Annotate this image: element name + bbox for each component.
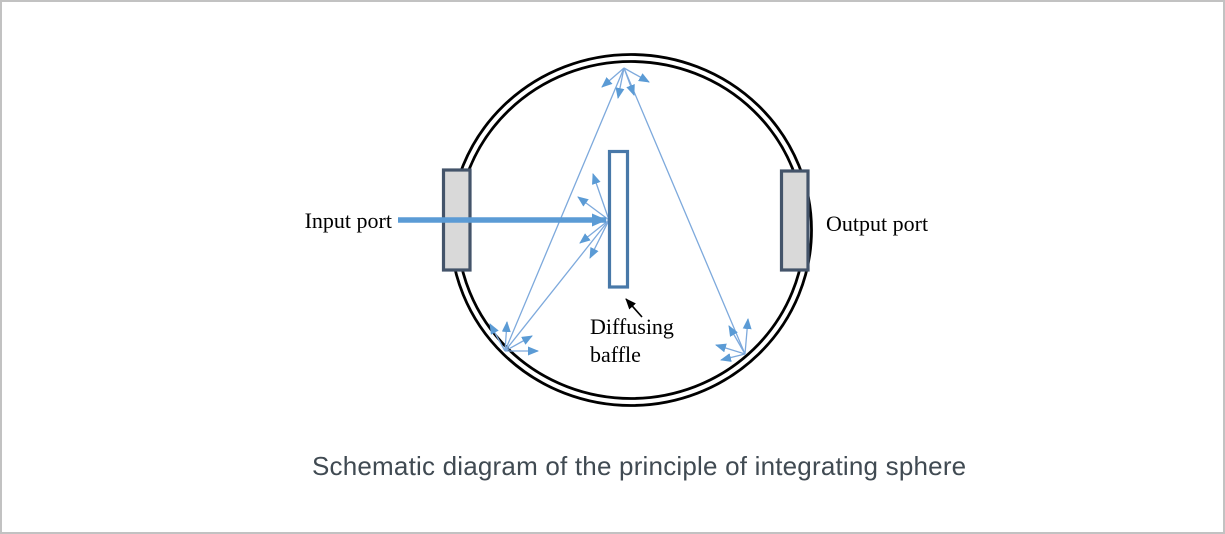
ray-bottomleft-to-top <box>504 67 625 352</box>
scatter-point-bottom-left <box>489 321 539 356</box>
diffusing-baffle-label-line1: Diffusing <box>590 314 674 339</box>
figure-caption: Schematic diagram of the principle of in… <box>312 451 966 481</box>
scatter-point-top <box>601 67 650 99</box>
diffusing-baffle-plate <box>607 149 630 289</box>
reflected-rays <box>504 67 746 355</box>
diffusing-baffle-label-line2: baffle <box>590 342 641 367</box>
scatter-point-baffle <box>577 173 610 259</box>
input-port-label: Input port <box>305 208 392 233</box>
baffle-pointer-arrow <box>625 298 643 318</box>
output-port-label: Output port <box>826 211 928 236</box>
scatter-point-bottom-right <box>715 318 752 362</box>
output-port-opening <box>779 169 810 272</box>
ray-baffle-to-bottomleft <box>504 219 610 352</box>
ray-top-to-bottomright <box>623 67 746 355</box>
